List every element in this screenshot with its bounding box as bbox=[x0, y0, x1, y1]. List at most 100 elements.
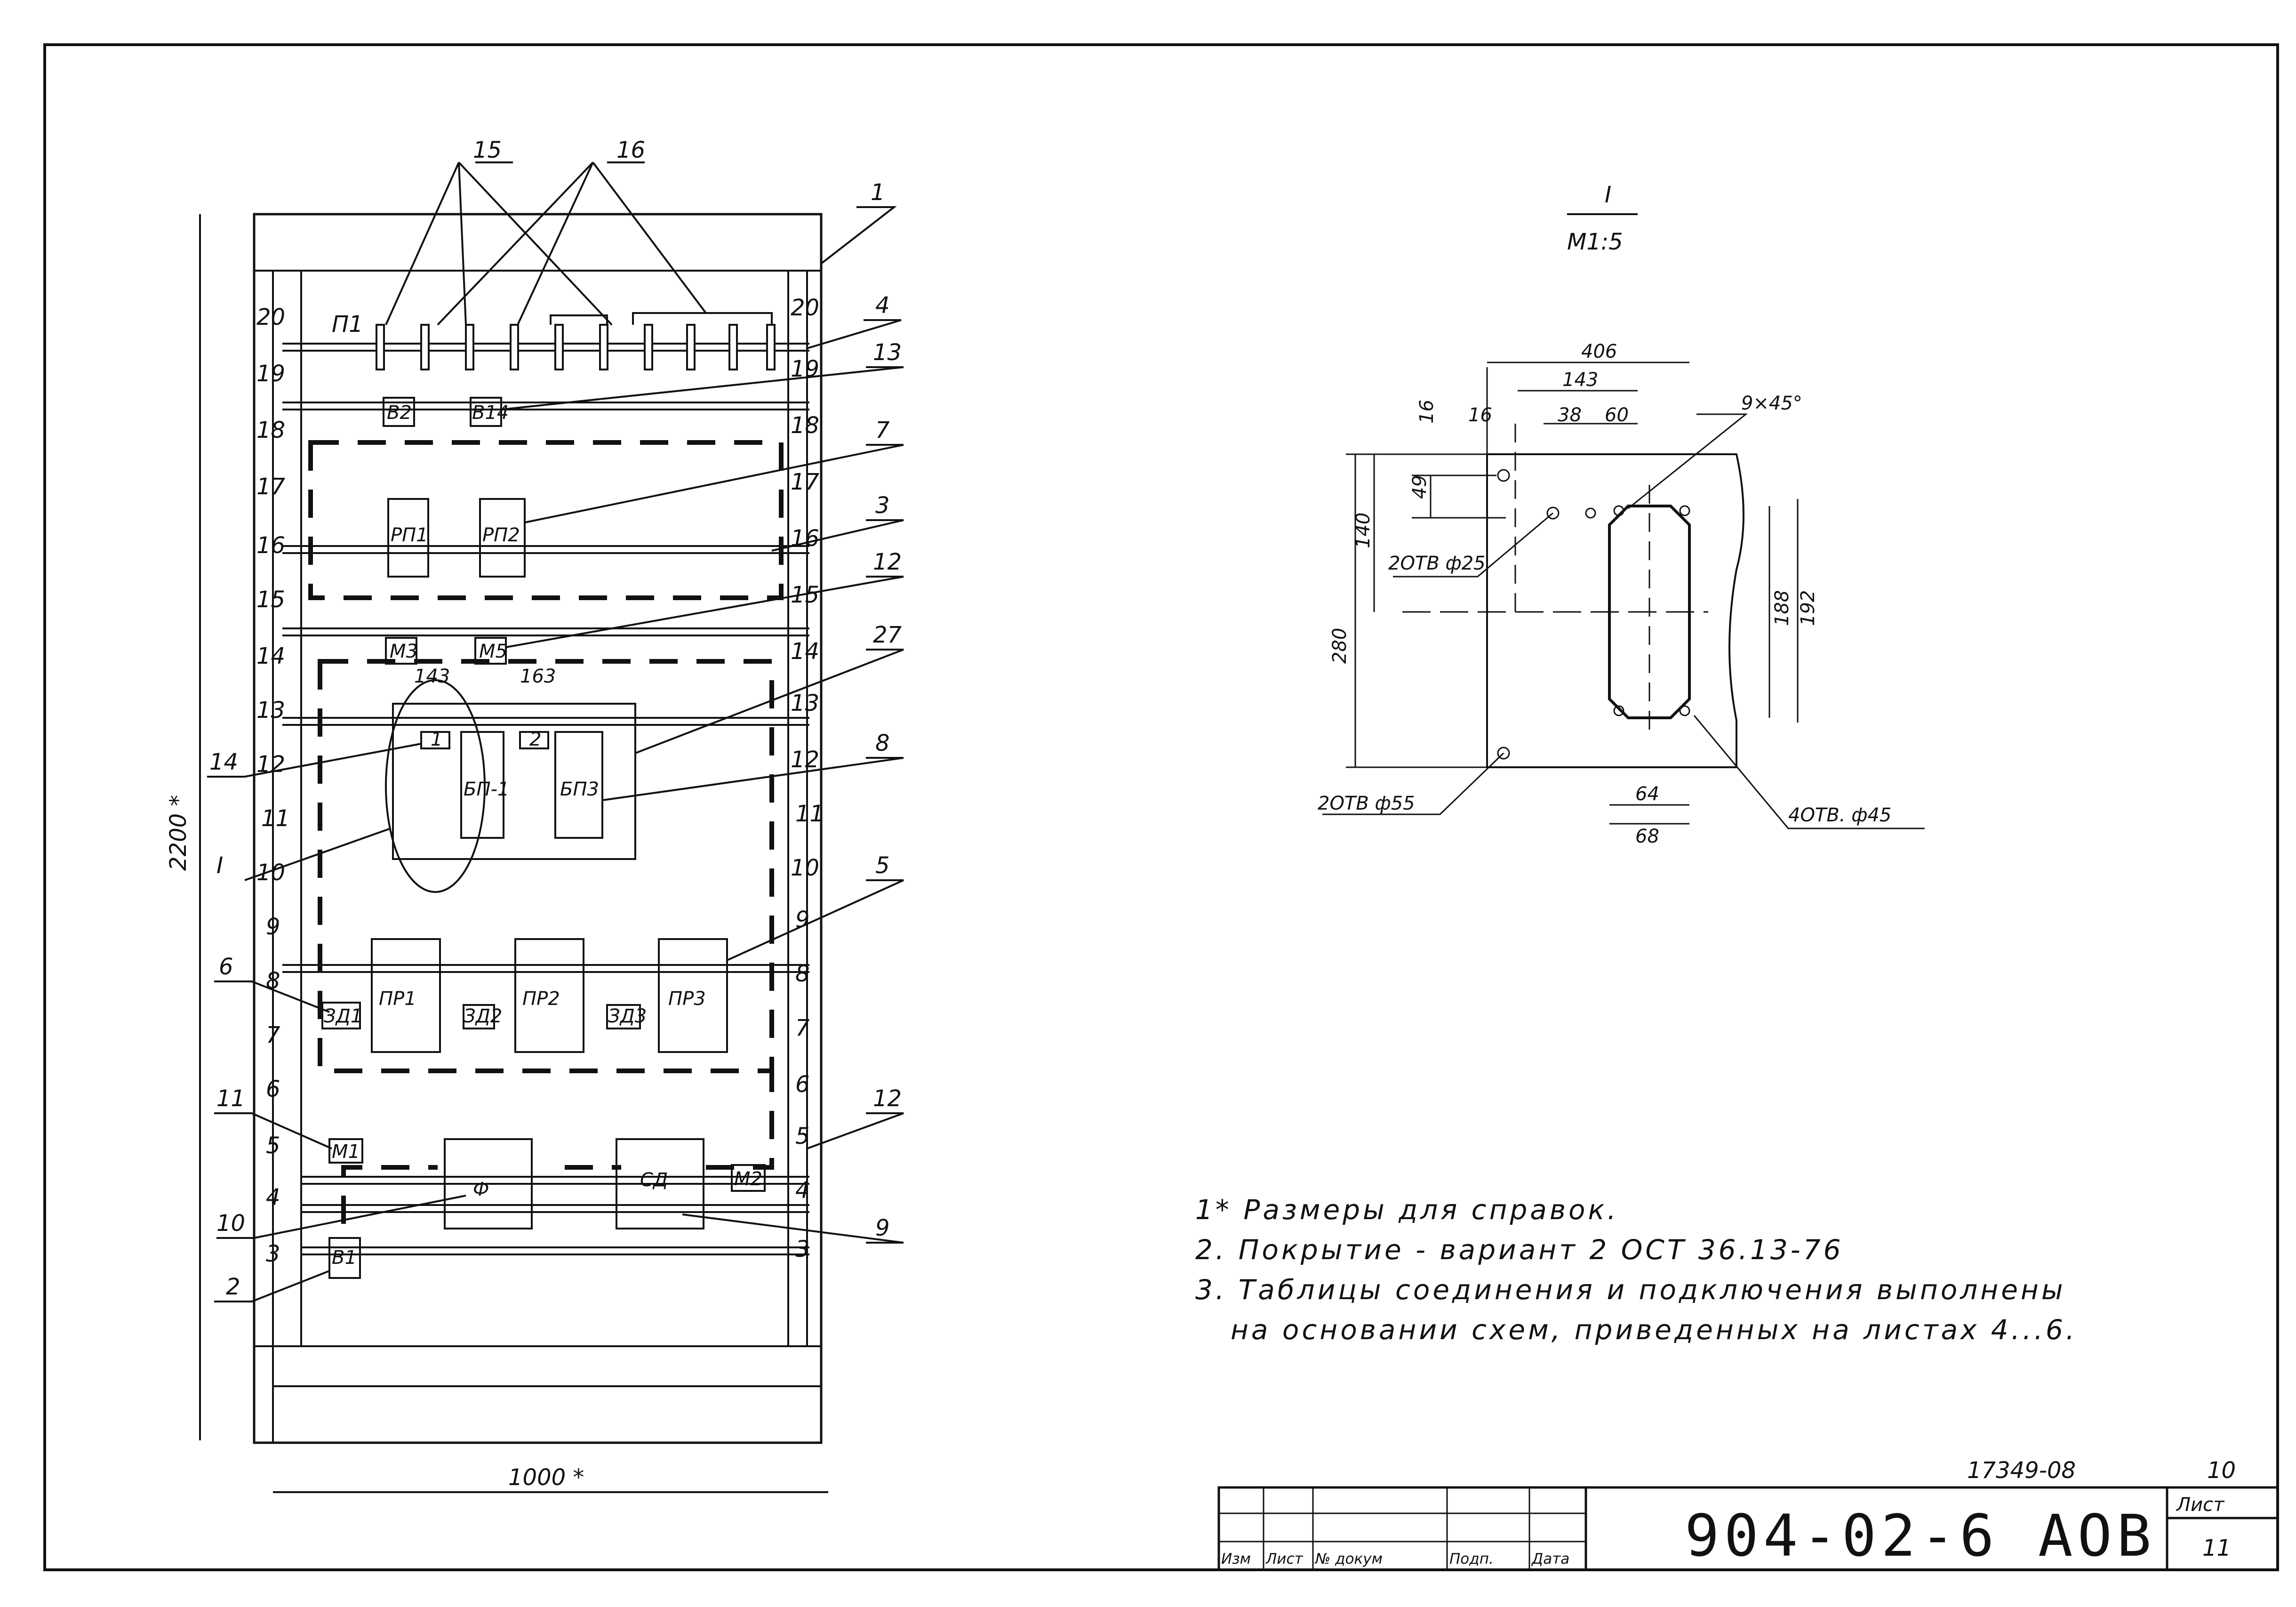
note-3: 3. Таблицы соединения и подключения выпо… bbox=[1195, 1274, 2066, 1306]
device-m1: М1 bbox=[332, 1141, 360, 1163]
dim-192: 192 bbox=[1797, 590, 1819, 626]
device-pr1: ПР1 bbox=[379, 988, 416, 1010]
device-zd1: ЗД1 bbox=[324, 1005, 362, 1027]
callout-11: 11 bbox=[216, 1085, 245, 1112]
device-zd2: ЗД2 bbox=[464, 1005, 502, 1027]
rail-mark: 11 bbox=[795, 801, 824, 827]
dim-16-left: 16 bbox=[1468, 404, 1492, 426]
rail-mark: 5 bbox=[795, 1123, 810, 1149]
device-m5: М5 bbox=[479, 641, 507, 662]
device-b1: В1 bbox=[332, 1247, 357, 1269]
dim-64: 64 bbox=[1635, 783, 1659, 805]
rail-mark: 6 bbox=[795, 1071, 810, 1098]
rail-mark: 20 bbox=[256, 304, 285, 330]
callout-27: 27 bbox=[873, 622, 902, 648]
dim-188: 188 bbox=[1771, 590, 1793, 626]
callout-16: 16 bbox=[616, 137, 645, 163]
left-rail bbox=[272, 270, 302, 1347]
rail-mark: 16 bbox=[256, 532, 285, 559]
col-list: Лист bbox=[1265, 1551, 1304, 1567]
col-sign: Подп. bbox=[1449, 1551, 1494, 1567]
rail-mark: 10 bbox=[256, 860, 285, 886]
cabinet-outer-frame bbox=[253, 213, 823, 1444]
dim-68: 68 bbox=[1635, 826, 1659, 847]
col-date: Дата bbox=[1531, 1551, 1569, 1567]
rail-mark: 8 bbox=[795, 961, 810, 987]
dim-143-detail: 143 bbox=[1562, 369, 1598, 391]
note-2: 2. Покрытие - вариант 2 ОСТ 36.13-76 bbox=[1195, 1234, 1844, 1266]
hole-2x25: 2ОТВ ф25 bbox=[1388, 553, 1486, 574]
callout-13: 13 bbox=[873, 339, 902, 366]
dim-163: 163 bbox=[520, 666, 556, 687]
device-f: Ф bbox=[473, 1179, 489, 1200]
callout-15: 15 bbox=[473, 137, 502, 163]
rail-mark: 11 bbox=[261, 805, 290, 832]
rail-mark: 12 bbox=[791, 747, 819, 773]
rail-mark: 14 bbox=[256, 643, 285, 669]
drawing-code: 904-02-6 АОВ bbox=[1685, 1503, 2156, 1569]
detail-view: I М1:5 bbox=[1318, 182, 1925, 847]
dim-chamfer: 9×45° bbox=[1741, 393, 1802, 414]
callout-6: 6 bbox=[219, 954, 233, 980]
rail-mark: 3 bbox=[795, 1236, 810, 1262]
dashed-zone-lower bbox=[341, 1069, 774, 1224]
rail-mark: 20 bbox=[791, 295, 819, 321]
dim-60: 60 bbox=[1605, 404, 1629, 426]
device-rp2: РП2 bbox=[482, 524, 520, 546]
callout-14: 14 bbox=[209, 749, 238, 775]
right-rail bbox=[787, 270, 808, 1347]
callout-12: 12 bbox=[873, 549, 902, 575]
rail-mark: 13 bbox=[256, 697, 285, 723]
rail-mark: 6 bbox=[266, 1076, 280, 1102]
width-dim: 1000 * bbox=[508, 1464, 584, 1491]
rail-mark: 4 bbox=[795, 1177, 810, 1204]
device-pr3: ПР3 bbox=[668, 988, 706, 1010]
callout-10: 10 bbox=[216, 1210, 245, 1237]
callout-2: 2 bbox=[226, 1274, 240, 1300]
device-sd: СД bbox=[640, 1169, 668, 1191]
device-b14: В14 bbox=[472, 402, 509, 424]
doc-number: 17349-08 bbox=[1967, 1457, 2076, 1484]
sheet-frame bbox=[43, 43, 2279, 1571]
rail-mark: 18 bbox=[256, 417, 285, 443]
col-doc: № докум bbox=[1314, 1551, 1383, 1567]
detail-cutout bbox=[1608, 505, 1691, 719]
note-3-cont: на основании схем, приведенных на листах… bbox=[1231, 1314, 2077, 1346]
callout-12b: 12 bbox=[873, 1085, 902, 1112]
dim-49: 49 bbox=[1409, 475, 1431, 499]
callout-7: 7 bbox=[875, 417, 890, 443]
panel-label-p1: П1 bbox=[332, 311, 363, 337]
rail-mark: 7 bbox=[266, 1022, 280, 1048]
device-bp1: БП-1 bbox=[464, 779, 509, 800]
hole-2x55: 2ОТВ ф55 bbox=[1318, 793, 1415, 814]
device-small-2: 2 bbox=[529, 729, 541, 750]
sheet-number: 11 bbox=[2202, 1535, 2231, 1561]
notes: 1* Размеры для справок. 2. Покрытие - ва… bbox=[1195, 1194, 2077, 1346]
callout-9: 9 bbox=[875, 1215, 890, 1241]
dim-143: 143 bbox=[414, 666, 450, 687]
dashed-zone-main bbox=[318, 659, 774, 1073]
rail-mark: 17 bbox=[256, 474, 286, 500]
sheet-label: Лист bbox=[2176, 1494, 2225, 1516]
detail-plate-outline bbox=[1486, 453, 1744, 768]
cabinet-view: 20 19 18 17 16 15 14 13 12 11 10 9 8 7 6… bbox=[165, 137, 904, 1493]
rail-mark: 4 bbox=[266, 1184, 280, 1211]
rail-mark: 16 bbox=[791, 525, 819, 552]
rail-mark: 15 bbox=[256, 587, 285, 613]
dim-280: 280 bbox=[1329, 628, 1351, 664]
title-block: 17349-08 Изм Лист № докум Подп. Дата 904… bbox=[1217, 1457, 2279, 1571]
rail-mark: 9 bbox=[266, 914, 280, 940]
rail-mark: 13 bbox=[791, 690, 819, 716]
device-b2: В2 bbox=[387, 402, 412, 424]
dashed-zone-upper bbox=[308, 440, 784, 600]
rail-mark: 17 bbox=[791, 469, 820, 495]
rail-mark: 3 bbox=[266, 1241, 280, 1267]
col-izm: Изм bbox=[1221, 1551, 1251, 1567]
frame-sheet-number: 10 bbox=[2207, 1457, 2236, 1484]
callout-5: 5 bbox=[875, 852, 890, 879]
detail-scale: М1:5 bbox=[1567, 229, 1623, 255]
rail-mark: 18 bbox=[791, 412, 819, 439]
rail-mark: 14 bbox=[791, 638, 819, 665]
rail-mark: 10 bbox=[791, 855, 819, 881]
height-dim: 2200 * bbox=[165, 795, 192, 871]
